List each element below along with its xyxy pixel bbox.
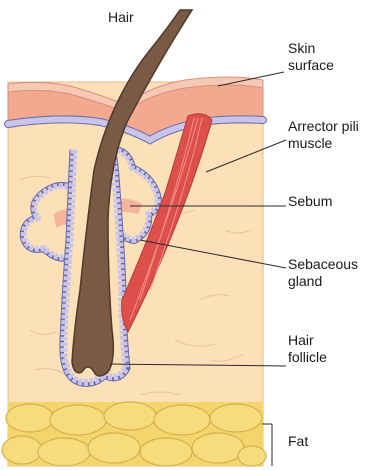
label-fat: Fat xyxy=(288,433,308,450)
label-follicle-line1: Hair xyxy=(288,332,327,349)
label-arrector-line1: Arrector pili xyxy=(288,118,359,135)
label-skin-surface-line2: surface xyxy=(288,57,334,74)
label-follicle-line2: follicle xyxy=(288,349,327,366)
label-sebaceous-line2: gland xyxy=(288,273,358,290)
label-sebum: Sebum xyxy=(288,193,332,210)
label-sebaceous-line1: Sebaceous xyxy=(288,256,358,273)
label-arrector-line2: muscle xyxy=(288,135,359,152)
label-skin-surface-line1: Skin xyxy=(288,40,334,57)
label-sebaceous-gland: Sebaceous gland xyxy=(288,256,358,290)
label-skin-surface: Skin surface xyxy=(288,40,334,74)
label-hair: Hair xyxy=(108,9,134,26)
label-hair-follicle: Hair follicle xyxy=(288,332,327,366)
label-arrector-pili-muscle: Arrector pili muscle xyxy=(288,118,359,152)
